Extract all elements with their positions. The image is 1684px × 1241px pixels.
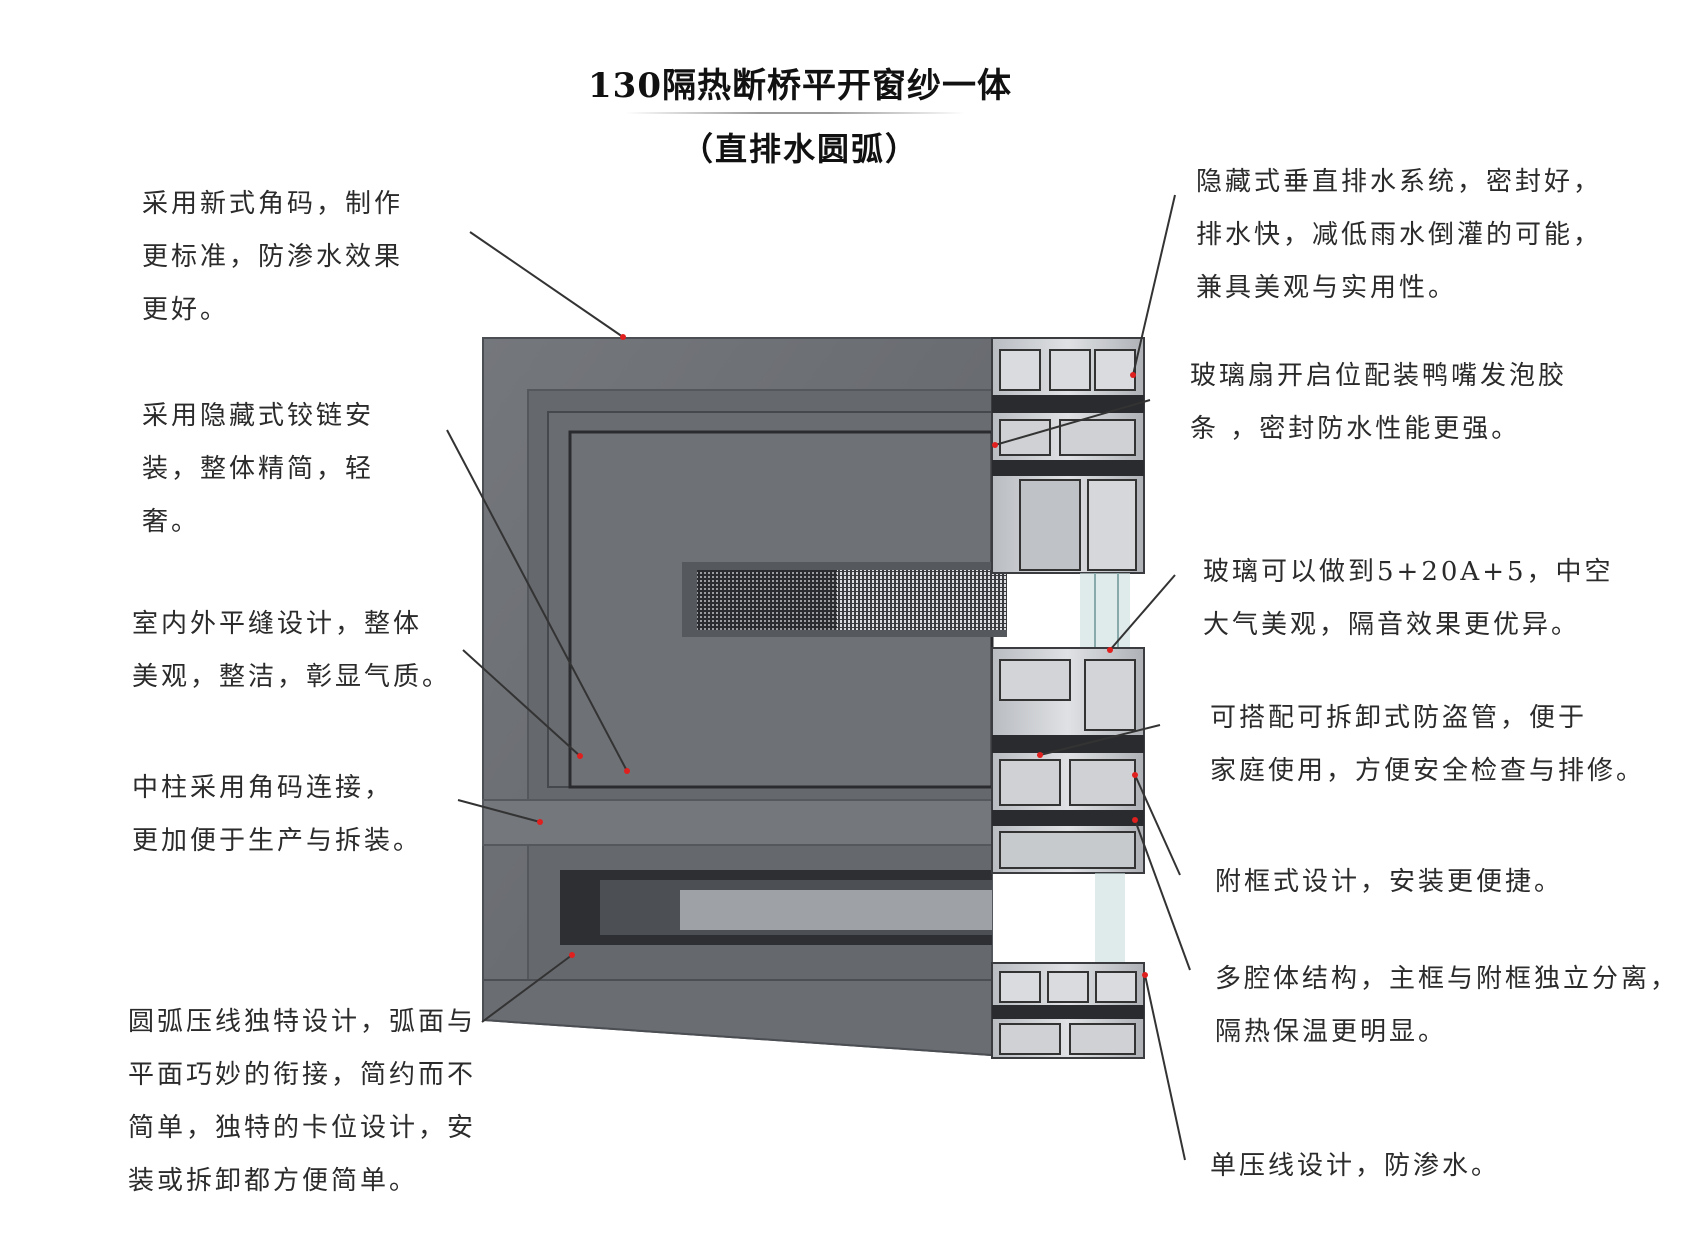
leader-line-right-5 [1134, 774, 1181, 876]
leader-line-right-3 [1109, 574, 1176, 651]
callout-marker [1132, 772, 1138, 778]
callout-marker [1037, 752, 1043, 758]
note-single-bead: 单压线设计，防渗水。 [1210, 1151, 1501, 1181]
leader-line-left-2 [446, 429, 628, 772]
leader-line-right-2 [994, 399, 1151, 446]
leader-line-right-7 [1144, 974, 1186, 1161]
diagram-title: 130隔热断桥平开窗纱一体 [588, 66, 1012, 106]
profile-cross-section [991, 337, 1145, 1059]
diagram-subtitle: （直排水圆弧） [680, 130, 919, 168]
note-flush-seam: 室内外平缝设计，整体 美观，整洁，彰显气质。 [132, 609, 452, 692]
note-hidden-hinge: 采用隐藏式铰链安 装，整体精简，轻 奢。 [142, 401, 375, 537]
leader-line-right-4 [1039, 724, 1161, 756]
leader-line-right-1 [1132, 194, 1176, 376]
callout-marker [620, 334, 626, 340]
note-arc-bead: 圆弧压线独特设计，弧面与 平面巧妙的衔接，简约而不 简单，独特的卡位设计，安 装… [128, 1007, 477, 1196]
window-frame-face [482, 337, 1007, 1057]
note-mullion-connector: 中柱采用角码连接， 更加便于生产与拆装。 [132, 773, 423, 856]
title-divider [625, 112, 965, 114]
callout-marker [624, 768, 630, 774]
callout-markers [537, 334, 1148, 978]
callout-marker [577, 753, 583, 759]
note-insulated-glass: 玻璃可以做到5+20A+5，中空 大气美观，隔音效果更优异。 [1203, 557, 1614, 640]
note-vertical-drainage: 隐藏式垂直排水系统，密封好， 排水快，减低雨水倒灌的可能， 兼具美观与实用性。 [1196, 167, 1603, 303]
leader-line-left-3 [462, 649, 581, 757]
callout-marker [1107, 647, 1113, 653]
callout-marker [992, 442, 998, 448]
leader-line-left-1 [469, 231, 624, 338]
note-security-bars: 可搭配可拆卸式防盗管，便于 家庭使用，方便安全检查与排修。 [1210, 703, 1646, 786]
callout-marker [569, 952, 575, 958]
note-subframe: 附框式设计，安装更便捷。 [1215, 867, 1564, 897]
note-multi-cavity: 多腔体结构，主框与附框独立分离， 隔热保温更明显。 [1215, 964, 1680, 1047]
note-corner-connector: 采用新式角码，制作 更标准，防渗水效果 更好。 [142, 189, 404, 325]
note-foam-gasket: 玻璃扇开启位配装鸭嘴发泡胶 条 ，密封防水性能更强。 [1190, 361, 1568, 444]
callout-marker [1130, 372, 1136, 378]
leader-line-left-5 [481, 954, 573, 1023]
leader-lines [446, 194, 1191, 1161]
leader-line-right-6 [1134, 819, 1191, 971]
callout-marker [1142, 972, 1148, 978]
callout-marker [1132, 817, 1138, 823]
leader-line-left-4 [457, 799, 541, 823]
callout-marker [537, 819, 543, 825]
